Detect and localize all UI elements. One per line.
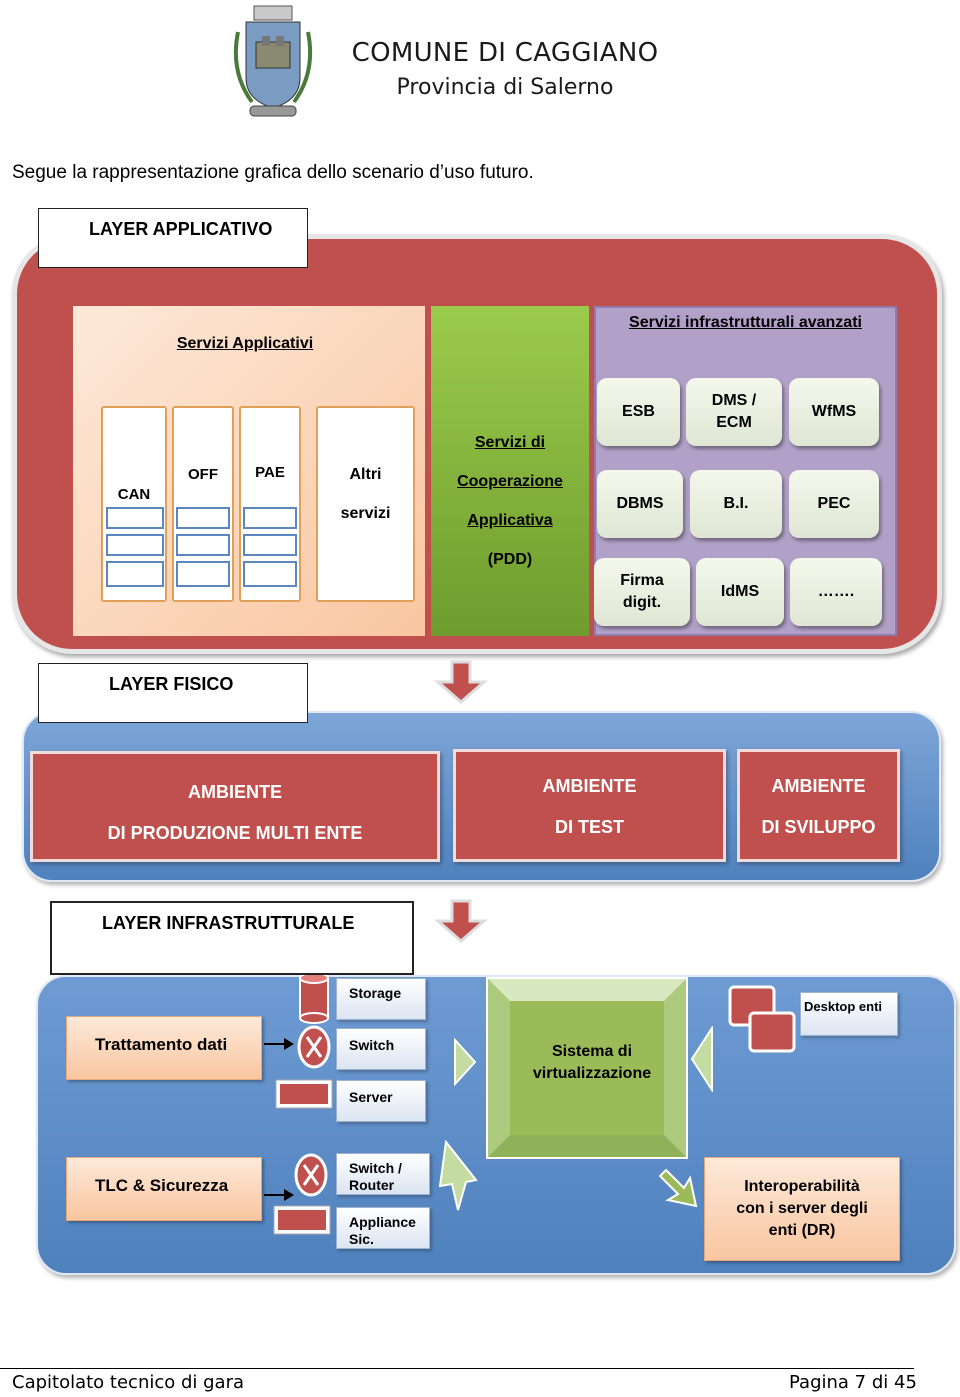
tile-bi: B.I. bbox=[690, 470, 782, 538]
arrow-right-icon bbox=[264, 1188, 294, 1202]
layer-infrastrutturale-label: LAYER INFRASTRUTTURALE bbox=[50, 901, 414, 975]
down-arrow-icon bbox=[433, 660, 489, 704]
mini-box bbox=[106, 561, 164, 587]
arrow-right-icon bbox=[264, 1037, 294, 1051]
ambiente-produzione-line2: DI PRODUZIONE MULTI ENTE bbox=[107, 823, 363, 843]
ambiente-sviluppo: AMBIENTE DI SVILUPPO bbox=[737, 749, 900, 862]
interop-line3: enti (DR) bbox=[768, 1222, 836, 1239]
layer-fisico-label: LAYER FISICO bbox=[38, 663, 308, 723]
appliance-icon bbox=[272, 1204, 332, 1236]
province-subtitle: Provincia di Salerno bbox=[396, 75, 614, 100]
intro-text: Segue la rappresentazione grafica dello … bbox=[12, 162, 534, 183]
ambiente-test-line2: DI TEST bbox=[554, 817, 624, 837]
label-servizi: servizi bbox=[340, 505, 391, 522]
mini-box bbox=[243, 507, 297, 529]
trattamento-dati-box: Trattamento dati bbox=[66, 1016, 262, 1080]
tile-more: ……. bbox=[790, 558, 882, 626]
ambiente-sviluppo-line1: AMBIENTE bbox=[771, 776, 866, 796]
diagonal-arrow-icon bbox=[436, 1139, 480, 1212]
footer-document-title: Capitolato tecnico di gara bbox=[12, 1372, 245, 1393]
tag-desktop-enti-label: Desktop enti bbox=[804, 999, 883, 1014]
arrow-left-green-icon bbox=[690, 1024, 714, 1094]
tag-appliance-label: Appliance Sic. bbox=[349, 1214, 416, 1247]
tag-switch-router-label: Switch / Router bbox=[349, 1160, 402, 1193]
mini-box bbox=[243, 561, 297, 587]
mini-box bbox=[106, 507, 164, 529]
tile-wfms: WfMS bbox=[789, 378, 879, 446]
interop-line1: Interoperabilità bbox=[744, 1178, 860, 1195]
tag-switch: Switch bbox=[336, 1028, 426, 1070]
down-arrow-icon bbox=[433, 899, 489, 943]
interop-line2: con i server degli bbox=[736, 1200, 868, 1217]
label-pae: PAE bbox=[255, 464, 285, 481]
server-icon bbox=[274, 1078, 334, 1110]
virtualizzazione-line1: Sistema di bbox=[551, 1043, 633, 1060]
tile-dbms: DBMS bbox=[597, 470, 683, 538]
tile-dms-ecm-label: DMS / ECM bbox=[711, 392, 757, 431]
tlc-sicurezza-label: TLC & Sicurezza bbox=[95, 1176, 229, 1195]
coat-of-arms-logo bbox=[232, 2, 314, 124]
virtualizzazione-line2: virtualizzazione bbox=[532, 1065, 652, 1082]
interoperabilita-box: Interoperabilità con i server degli enti… bbox=[704, 1157, 900, 1261]
layer-applicativo-label: LAYER APPLICATIVO bbox=[38, 208, 308, 268]
tile-idms: IdMS bbox=[696, 558, 784, 626]
infrastrutturali-title: Servizi infrastrutturali avanzati bbox=[629, 314, 862, 331]
cooperazione-panel bbox=[431, 306, 589, 636]
cooperazione-line2: Cooperazione bbox=[457, 473, 563, 490]
desktop-icon bbox=[726, 983, 798, 1055]
municipality-title: COMUNE DI CAGGIANO bbox=[351, 38, 659, 68]
footer-divider bbox=[0, 1368, 914, 1369]
servizi-applicativi-title: Servizi Applicativi bbox=[176, 335, 314, 352]
trattamento-dati-label: Trattamento dati bbox=[95, 1035, 228, 1054]
tile-pec: PEC bbox=[789, 470, 879, 538]
mini-box bbox=[243, 534, 297, 556]
cooperazione-line4: (PDD) bbox=[487, 551, 533, 568]
tag-appliance: Appliance Sic. bbox=[336, 1207, 430, 1249]
arrow-right-green-icon bbox=[453, 1037, 477, 1087]
ambiente-produzione-line1: AMBIENTE bbox=[188, 782, 282, 802]
virtualizzazione-box: Sistema di virtualizzazione bbox=[486, 977, 688, 1159]
cooperazione-line1: Servizi di bbox=[474, 434, 546, 451]
mini-box bbox=[176, 507, 230, 529]
ambiente-test: AMBIENTE DI TEST bbox=[453, 749, 726, 862]
label-off: OFF bbox=[188, 466, 218, 483]
ambiente-produzione: AMBIENTE DI PRODUZIONE MULTI ENTE bbox=[30, 751, 440, 862]
tag-storage: Storage bbox=[336, 978, 426, 1020]
tag-switch-router: Switch / Router bbox=[336, 1153, 430, 1195]
ambiente-sviluppo-line2: DI SVILUPPO bbox=[761, 817, 876, 837]
footer-page-number: Pagina 7 di 45 bbox=[789, 1372, 917, 1393]
storage-icon bbox=[298, 972, 330, 1024]
tag-desktop-enti: Desktop enti bbox=[800, 992, 898, 1036]
tile-firma-label: Firma digit. bbox=[620, 572, 664, 611]
tlc-sicurezza-box: TLC & Sicurezza bbox=[66, 1157, 262, 1221]
mini-box bbox=[176, 561, 230, 587]
ambiente-test-line1: AMBIENTE bbox=[542, 776, 637, 796]
mini-box bbox=[176, 534, 230, 556]
label-can: CAN bbox=[117, 486, 151, 503]
tag-server-label: Server bbox=[349, 1089, 393, 1105]
tag-switch-label: Switch bbox=[349, 1037, 395, 1053]
label-altri: Altri bbox=[349, 466, 382, 483]
tag-server: Server bbox=[336, 1080, 426, 1122]
mini-box bbox=[106, 534, 164, 556]
router-icon bbox=[294, 1153, 328, 1197]
tile-firma: Firma digit. bbox=[594, 558, 690, 626]
switch-icon bbox=[297, 1025, 331, 1069]
column-altri bbox=[316, 406, 415, 602]
tag-storage-label: Storage bbox=[349, 985, 402, 1001]
tile-dms-ecm: DMS / ECM bbox=[686, 378, 782, 446]
cooperazione-line3: Applicativa bbox=[467, 512, 553, 529]
arrow-down-right-green-icon bbox=[656, 1166, 700, 1210]
tile-esb: ESB bbox=[597, 378, 680, 446]
